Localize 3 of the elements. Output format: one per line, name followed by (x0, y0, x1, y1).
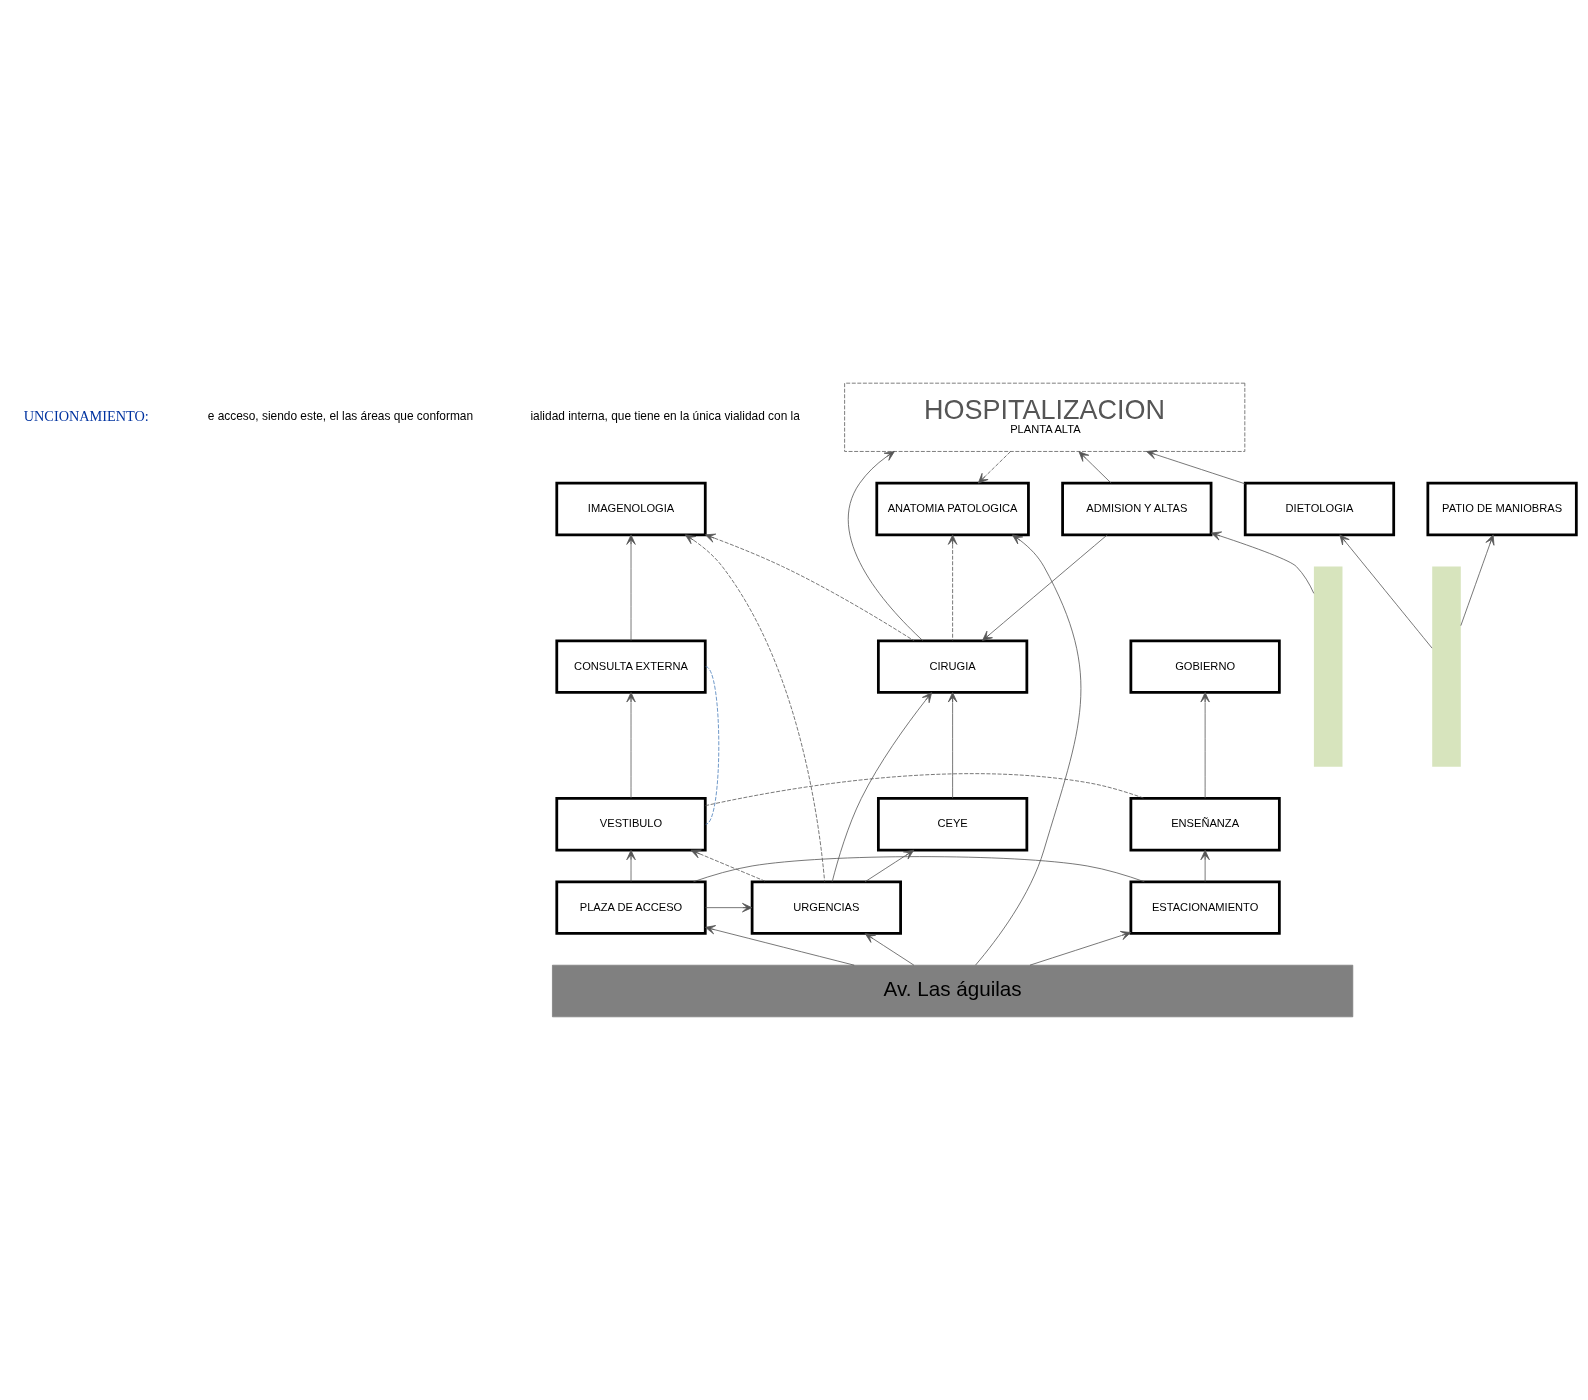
label: e acceso, siendo este, el las áreas que conforman (207, 409, 474, 424)
label: ialidad interna, que tiene en la única vialidad con la (530, 409, 800, 424)
label: UNCIONAMIENTO: (23, 407, 149, 424)
